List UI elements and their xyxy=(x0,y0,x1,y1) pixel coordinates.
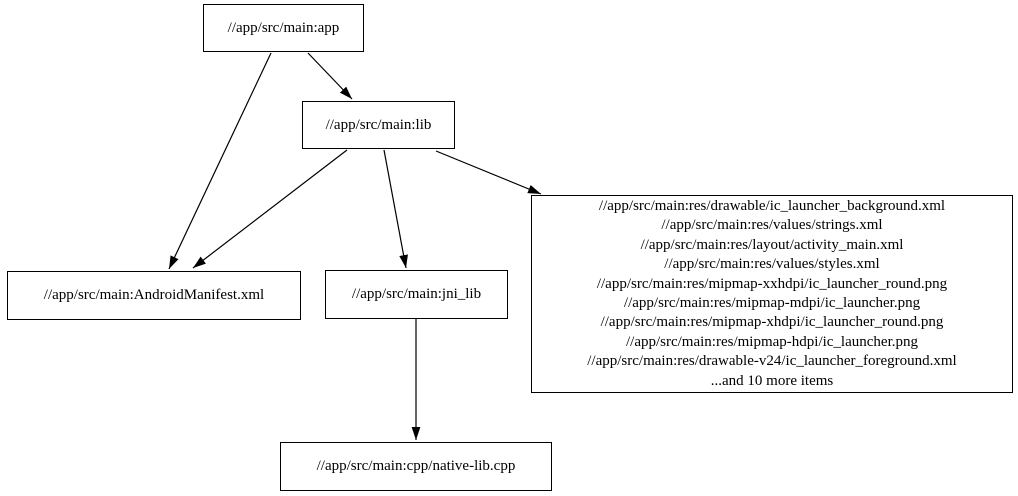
resource-more-items: ...and 10 more items xyxy=(710,372,834,389)
node-app-label: //app/src/main:app xyxy=(227,19,340,36)
node-lib-label: //app/src/main:lib xyxy=(325,116,432,133)
edge-lib-to-manifest xyxy=(192,149,348,269)
resource-item: //app/src/main:res/mipmap-mdpi/ic_launch… xyxy=(623,295,921,311)
node-jni-lib: //app/src/main:jni_lib xyxy=(325,270,508,319)
node-resources-group: //app/src/main:res/drawable/ic_launcher_… xyxy=(531,195,1013,393)
node-native-lib-cpp-label: //app/src/main:cpp/native-lib.cpp xyxy=(316,458,516,474)
node-lib: //app/src/main:lib xyxy=(302,101,455,149)
edge-lib-to-resources xyxy=(435,150,542,195)
resource-item: //app/src/main:res/values/styles.xml xyxy=(664,256,880,273)
resource-item: //app/src/main:res/drawable-v24/ic_launc… xyxy=(587,353,957,370)
resource-item: //app/src/main:res/mipmap-xxhdpi/ic_laun… xyxy=(596,275,948,292)
node-android-manifest-label: //app/src/main:AndroidManifest.xml xyxy=(43,287,265,303)
node-app: //app/src/main:app xyxy=(203,4,364,52)
node-native-lib-cpp: //app/src/main:cpp/native-lib.cpp xyxy=(280,442,552,491)
node-android-manifest: //app/src/main:AndroidManifest.xml xyxy=(7,271,301,320)
resource-item: //app/src/main:res/mipmap-xhdpi/ic_launc… xyxy=(600,314,944,331)
edge-app-to-manifest xyxy=(168,52,272,270)
resource-item: //app/src/main:res/layout/activity_main.… xyxy=(640,236,904,253)
resource-item: //app/src/main:res/values/strings.xml xyxy=(661,217,883,234)
node-jni-lib-label: //app/src/main:jni_lib xyxy=(351,286,482,302)
edge-app-to-lib xyxy=(307,52,353,100)
edge-lib-to-jni-lib xyxy=(383,149,408,269)
resource-item: //app/src/main:res/drawable/ic_launcher_… xyxy=(598,197,946,214)
resource-item: //app/src/main:res/mipmap-hdpi/ic_launch… xyxy=(625,333,918,350)
